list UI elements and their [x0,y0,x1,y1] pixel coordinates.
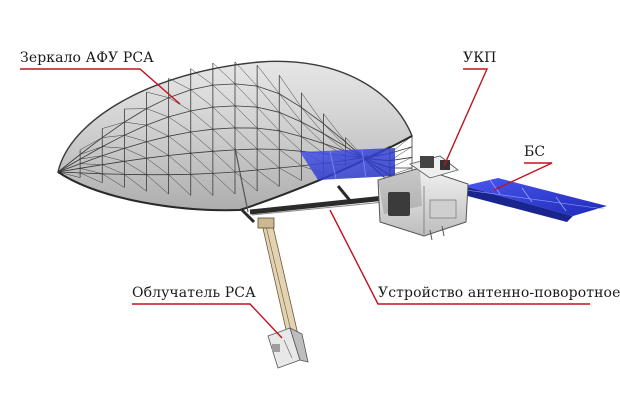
label-sar-feed: Облучатель РСА [132,285,256,301]
antenna-rotator-arm [234,147,386,224]
label-ukp: УКП [463,50,497,66]
leader-lines [20,68,590,339]
leader-line-ukp [443,68,489,167]
solar-panel-left [300,148,395,180]
leader-line-feed [132,303,283,339]
leader-line-bs [493,162,553,191]
leader-line-rotator [329,209,590,305]
leader-line-mirror [20,68,181,105]
solar-panel-right [460,178,607,222]
satellite-bus [377,155,469,241]
label-reflector-mirror: Зеркало АФУ РСА [20,50,154,66]
label-antenna-rotator: Устройство антенно-поворотное [378,285,620,301]
label-bs: БС [524,144,546,160]
reflector-mirror [57,60,413,212]
sar-feed-unit [267,327,309,369]
